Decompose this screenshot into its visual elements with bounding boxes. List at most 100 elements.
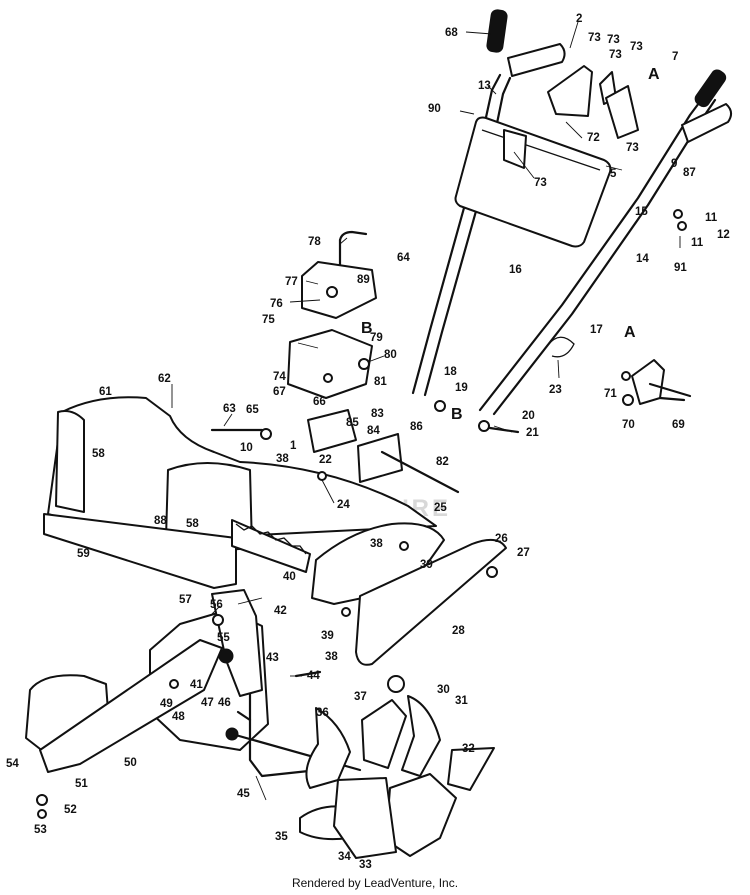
callout-44: 44	[307, 670, 320, 682]
callout-56: 56	[210, 599, 223, 611]
callout-47: 47	[201, 697, 214, 709]
callout-74: 74	[273, 371, 286, 383]
callout-13: 13	[478, 80, 491, 92]
callout-38a: 38	[276, 453, 289, 465]
callout-38b: 38	[370, 538, 383, 550]
callout-1: 1	[290, 440, 297, 452]
handle-grips	[507, 43, 732, 143]
callout-43: 43	[266, 652, 279, 664]
callout-34: 34	[338, 851, 351, 863]
callout-49: 49	[160, 698, 173, 710]
callout-83: 83	[371, 408, 384, 420]
callout-75: 75	[262, 314, 275, 326]
callout-90: 90	[428, 103, 441, 115]
callout-40: 40	[283, 571, 296, 583]
callout-73d: 73	[609, 49, 622, 61]
callout-20: 20	[522, 410, 535, 422]
callout-22: 22	[319, 454, 332, 466]
callout-2: 2	[576, 13, 582, 25]
tine-assembly	[299, 675, 495, 859]
callout-21: 21	[526, 427, 539, 439]
callout-38c: 38	[325, 651, 338, 663]
callout-84: 84	[367, 425, 380, 437]
callout-68: 68	[445, 27, 458, 39]
callout-15: 15	[635, 206, 648, 218]
ref-letter: B	[451, 406, 463, 423]
callout-10: 10	[240, 442, 253, 454]
callout-63: 63	[223, 403, 236, 415]
hardware	[36, 209, 687, 819]
callout-71: 71	[604, 388, 617, 400]
callout-19: 19	[455, 382, 468, 394]
callout-91: 91	[674, 262, 687, 274]
callout-46: 46	[218, 697, 231, 709]
callout-leaders	[171, 21, 681, 801]
callout-9: 9	[671, 158, 677, 170]
callout-81: 81	[374, 376, 387, 388]
callout-42: 42	[274, 605, 287, 617]
throttle-controls-73	[503, 65, 639, 169]
callout-82: 82	[436, 456, 449, 468]
callout-67: 67	[273, 386, 286, 398]
engine-frame-50	[25, 639, 223, 773]
callout-23: 23	[549, 384, 562, 396]
callout-39b: 39	[321, 630, 334, 642]
callout-73e: 73	[626, 142, 639, 154]
callout-55: 55	[217, 632, 230, 644]
callout-36: 36	[316, 707, 329, 719]
footer-credit: Rendered by LeadVenture, Inc.	[291, 876, 459, 890]
shift-bracket-assembly	[287, 230, 460, 494]
clip-23	[547, 336, 575, 358]
callout-28: 28	[452, 625, 465, 637]
hitch-bracket-a	[631, 359, 692, 405]
callout-57: 57	[179, 594, 192, 606]
callout-73c: 73	[630, 41, 643, 53]
drag-bar-45	[236, 692, 320, 778]
callout-73f: 73	[534, 177, 547, 189]
callout-54: 54	[6, 758, 19, 770]
callout-88: 88	[154, 515, 167, 527]
callout-69: 69	[672, 419, 685, 431]
callout-24: 24	[337, 499, 350, 511]
callout-33: 33	[359, 859, 372, 871]
callout-17: 17	[590, 324, 603, 336]
callout-35: 35	[275, 831, 288, 843]
callout-64: 64	[397, 252, 410, 264]
depth-stake-28	[355, 538, 507, 666]
callout-86: 86	[410, 421, 423, 433]
callout-27: 27	[517, 547, 530, 559]
callout-14: 14	[636, 253, 649, 265]
callout-39a: 39	[420, 559, 433, 571]
callout-51: 51	[75, 778, 88, 790]
callout-50: 50	[124, 757, 137, 769]
callout-72: 72	[587, 132, 600, 144]
callout-53: 53	[34, 824, 47, 836]
callout-66: 66	[313, 396, 326, 408]
callout-65: 65	[246, 404, 259, 416]
callout-62: 62	[158, 373, 171, 385]
callout-41: 41	[190, 679, 203, 691]
callout-89: 89	[357, 274, 370, 286]
callout-32: 32	[462, 743, 475, 755]
callout-5: 5	[610, 168, 617, 180]
ref-letter: A	[648, 66, 660, 83]
callout-59: 59	[77, 548, 90, 560]
ref-letter: B	[361, 320, 373, 337]
callout-11b: 11	[691, 237, 704, 249]
ref-letter: A	[624, 324, 636, 341]
callout-37: 37	[354, 691, 367, 703]
callout-87: 87	[683, 167, 696, 179]
callout-52: 52	[64, 804, 77, 816]
callout-11a: 11	[705, 212, 718, 224]
callout-25: 25	[434, 502, 447, 514]
callout-31: 31	[455, 695, 468, 707]
callout-70: 70	[622, 419, 635, 431]
control-panel-16	[454, 116, 612, 248]
callout-76: 76	[270, 298, 283, 310]
callout-73b: 73	[607, 34, 620, 46]
callout-80: 80	[384, 349, 397, 361]
callout-77: 77	[285, 276, 298, 288]
callout-7: 7	[672, 51, 678, 63]
callout-26: 26	[495, 533, 508, 545]
